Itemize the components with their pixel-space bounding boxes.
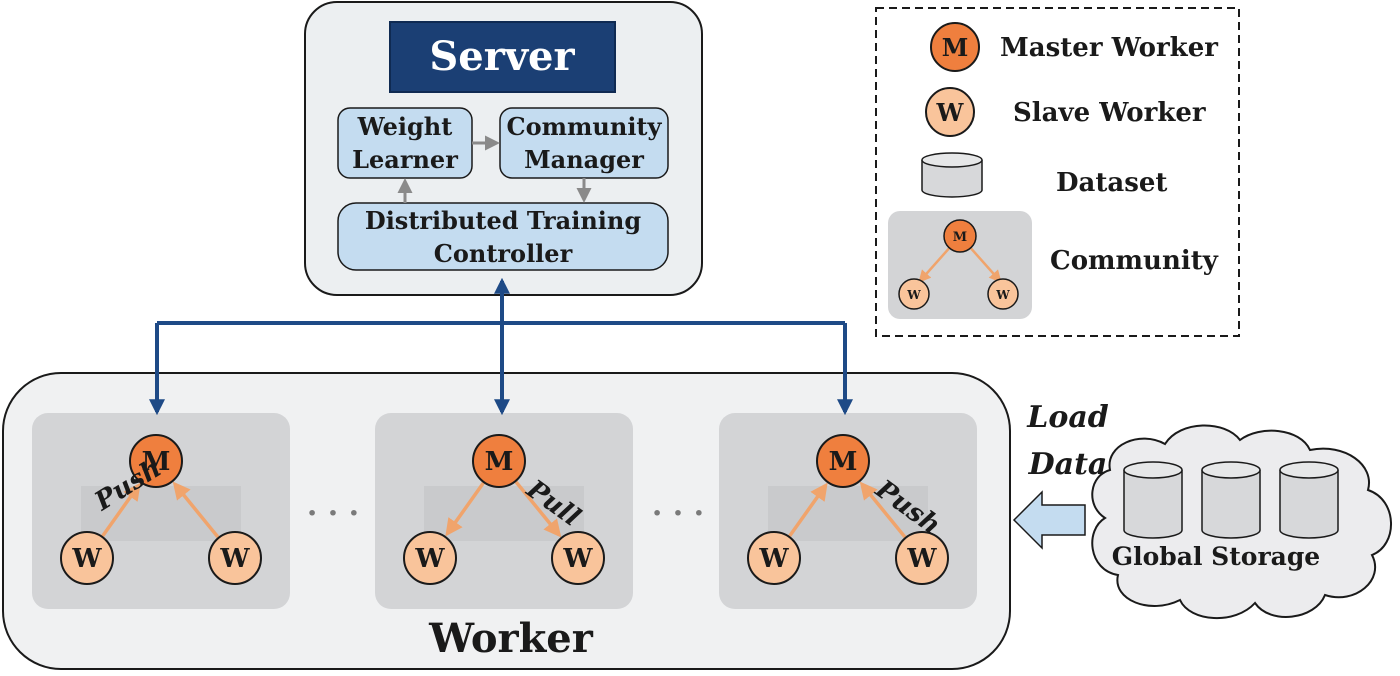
slave-worker-letter: W xyxy=(71,544,102,574)
slave-worker-node-2 xyxy=(895,531,949,585)
slave-worker-node-2 xyxy=(208,531,262,585)
legend-dataset-icon xyxy=(921,152,983,198)
global-storage: Global Storage Load Data xyxy=(1012,400,1392,619)
master-worker-node xyxy=(472,434,526,488)
legend-slave-letter: W xyxy=(936,98,965,127)
legend-slave-label: Slave Worker xyxy=(1013,98,1206,128)
legend-community-slave2-letter: W xyxy=(995,288,1010,302)
legend-dataset-label: Dataset xyxy=(1056,168,1167,198)
slave-worker-letter: W xyxy=(758,544,789,574)
server-panel: Server Weight Learner Community Manager … xyxy=(304,1,703,296)
community-edge-2 xyxy=(859,481,907,539)
community-manager-line1: Community xyxy=(507,112,663,141)
weight-learner-line2: Learner xyxy=(352,145,458,174)
controller-line1: Distributed Training xyxy=(365,206,641,235)
slave-worker-letter: W xyxy=(906,544,937,574)
server-title: Server xyxy=(429,33,575,80)
community-edge-2 xyxy=(514,480,562,538)
server-worker-links xyxy=(149,277,853,416)
legend-slave-icon: W xyxy=(925,87,975,137)
ellipsis-2: · · · xyxy=(652,496,704,531)
community-edge-1 xyxy=(445,481,485,537)
legend-master-letter: M xyxy=(942,33,969,62)
load-label-line2: Data xyxy=(1028,447,1108,482)
community-edge-1 xyxy=(788,482,828,538)
legend-community-slave1-letter: W xyxy=(906,288,921,302)
ellipsis-1: · · · xyxy=(307,496,359,531)
slave-worker-node-1 xyxy=(403,531,457,585)
community-edge-1 xyxy=(101,482,141,538)
slave-worker-node-2 xyxy=(551,531,605,585)
legend-master-label: Master Worker xyxy=(1000,33,1218,63)
slave-worker-node-1 xyxy=(747,531,801,585)
master-worker-letter: M xyxy=(142,447,171,477)
community-manager-line2: Manager xyxy=(524,145,644,174)
controller-box xyxy=(337,202,669,271)
legend-community-master-letter: M xyxy=(953,230,967,245)
load-data-arrow xyxy=(1012,490,1086,550)
slave-worker-letter: W xyxy=(562,544,593,574)
master-worker-letter: M xyxy=(485,447,514,477)
slave-worker-letter: W xyxy=(414,544,445,574)
load-label-line1: Load xyxy=(1026,400,1109,435)
storage-cylinder-2 xyxy=(1201,461,1261,539)
weight-learner-line1: Weight xyxy=(357,112,453,141)
community-edge-2 xyxy=(172,481,220,539)
legend: M Master Worker W Slave Worker Dataset M… xyxy=(875,7,1240,337)
legend-community-icon: M W W xyxy=(888,211,1032,319)
worker-title: Worker xyxy=(428,615,594,662)
master-worker-node xyxy=(816,434,870,488)
legend-community-label: Community xyxy=(1050,246,1219,276)
legend-master-icon: M xyxy=(930,22,980,72)
storage-cylinder-3 xyxy=(1279,461,1339,539)
controller-line2: Controller xyxy=(434,239,573,268)
master-worker-letter: M xyxy=(829,447,858,477)
slave-worker-node-1 xyxy=(60,531,114,585)
server-title-box xyxy=(389,21,616,93)
master-worker-node xyxy=(129,434,183,488)
slave-worker-letter: W xyxy=(219,544,250,574)
storage-label: Global Storage xyxy=(1112,542,1320,571)
storage-cylinder-1 xyxy=(1123,461,1183,539)
